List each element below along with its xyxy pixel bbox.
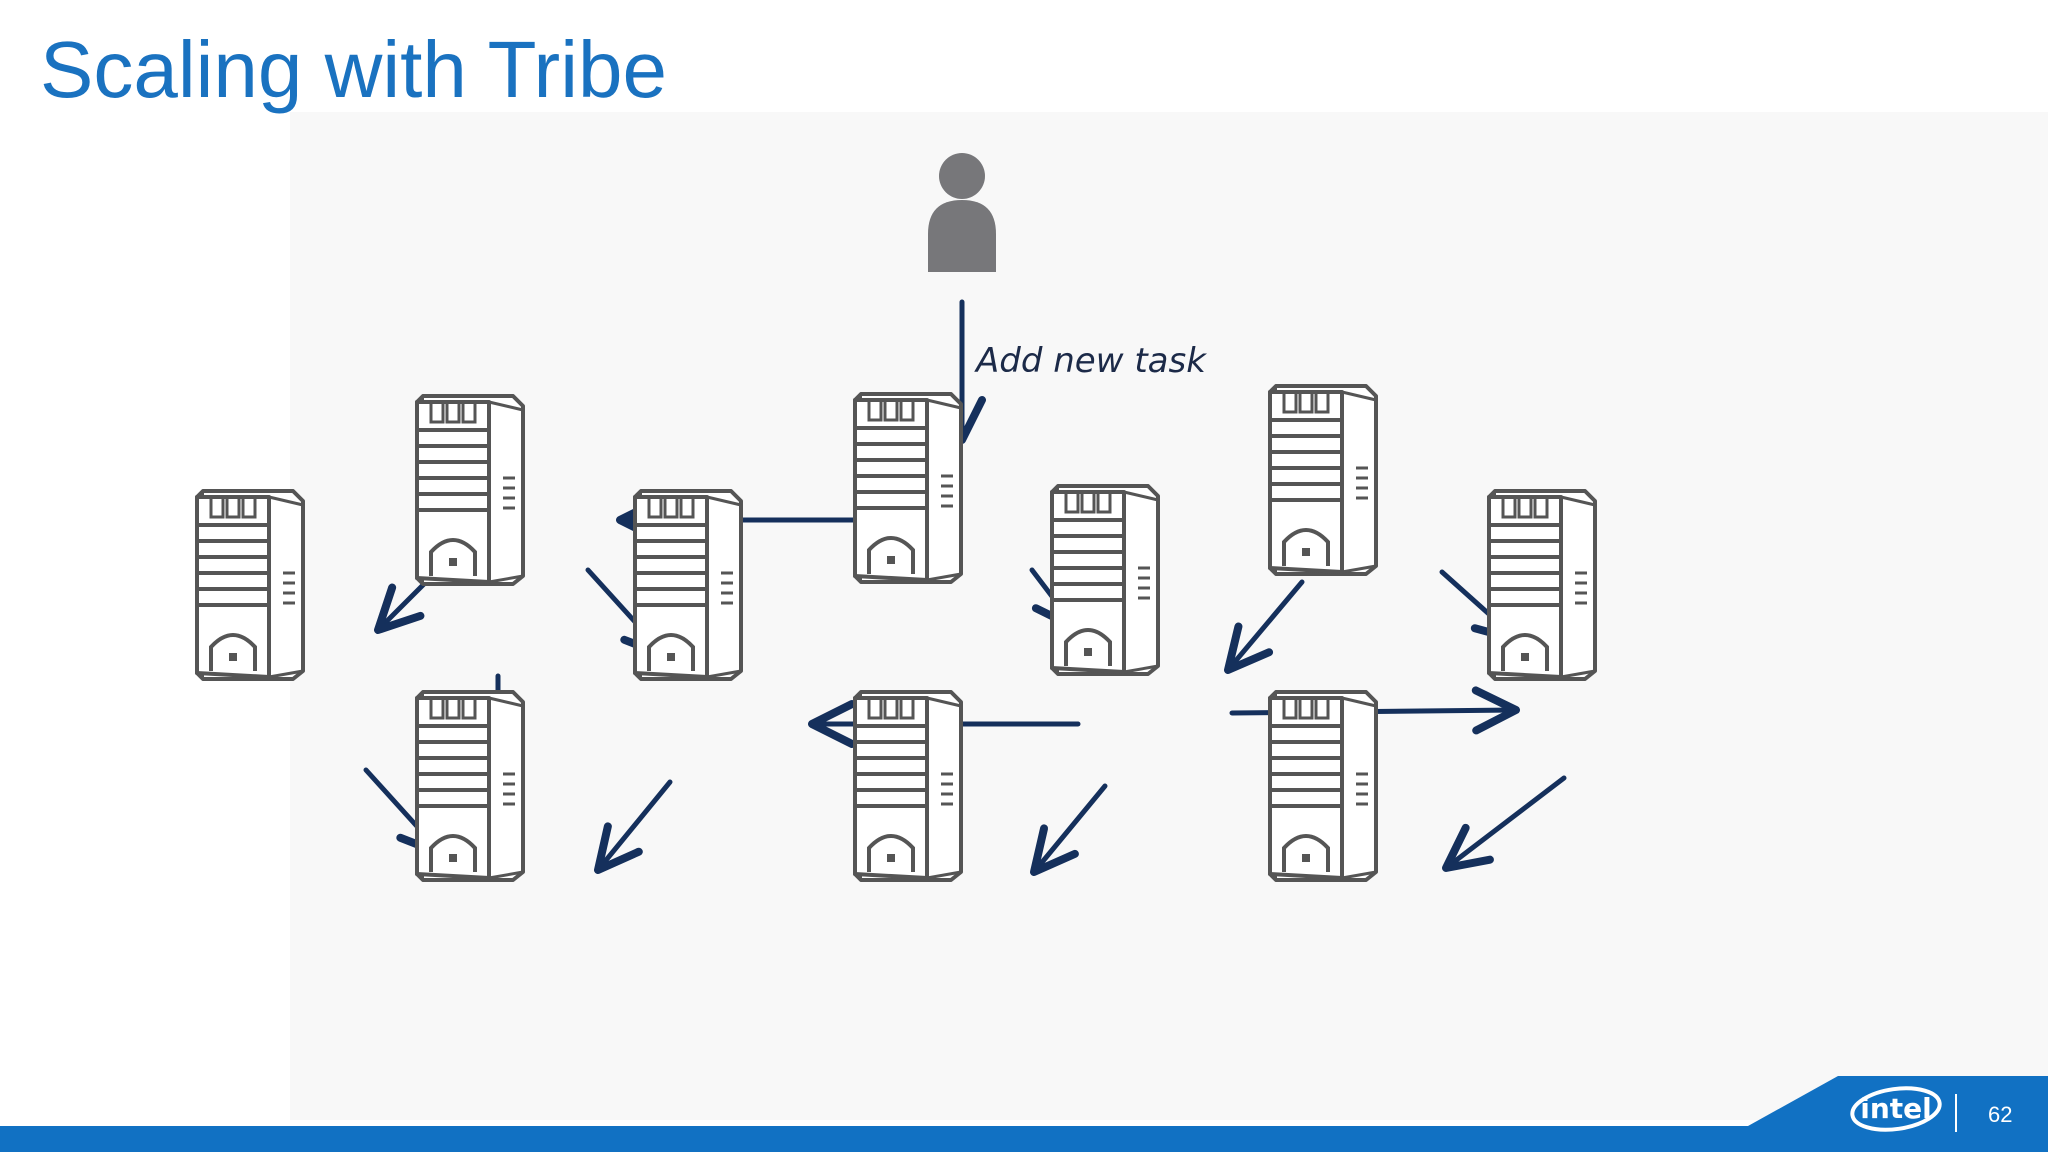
arrow-s7-to-s8 xyxy=(1030,783,1108,876)
svg-text:intel: intel xyxy=(1860,1092,1932,1125)
arrow-s9-to-s7 xyxy=(1224,579,1305,674)
server-icon-s3 xyxy=(633,489,743,681)
network-diagram: Add new task xyxy=(195,153,1597,882)
server-icon-s1 xyxy=(415,394,525,586)
page-number: 62 xyxy=(1988,1102,2013,1127)
server-icon-s9 xyxy=(1268,384,1378,576)
server-icon-s4 xyxy=(415,690,525,882)
footer-divider xyxy=(1955,1094,1957,1132)
person-icon xyxy=(928,153,996,272)
footer-bar xyxy=(0,1126,2048,1152)
intel-logo: intel xyxy=(1850,1086,1942,1132)
server-icon-s11 xyxy=(1268,690,1378,882)
edge-label-add-new-task: Add new task xyxy=(974,341,1207,381)
arrow-s10-to-s11 xyxy=(1442,775,1567,872)
server-icon-s8 xyxy=(853,690,963,882)
diagram-panel xyxy=(290,112,2048,1120)
server-icon-s7 xyxy=(1050,484,1160,676)
server-icon-s2 xyxy=(195,489,305,681)
server-icon-s6 xyxy=(853,392,963,584)
slide-title: Scaling with Tribe xyxy=(40,25,667,114)
server-icon-s10 xyxy=(1487,489,1597,681)
arrow-s3-to-s4 xyxy=(594,779,673,874)
